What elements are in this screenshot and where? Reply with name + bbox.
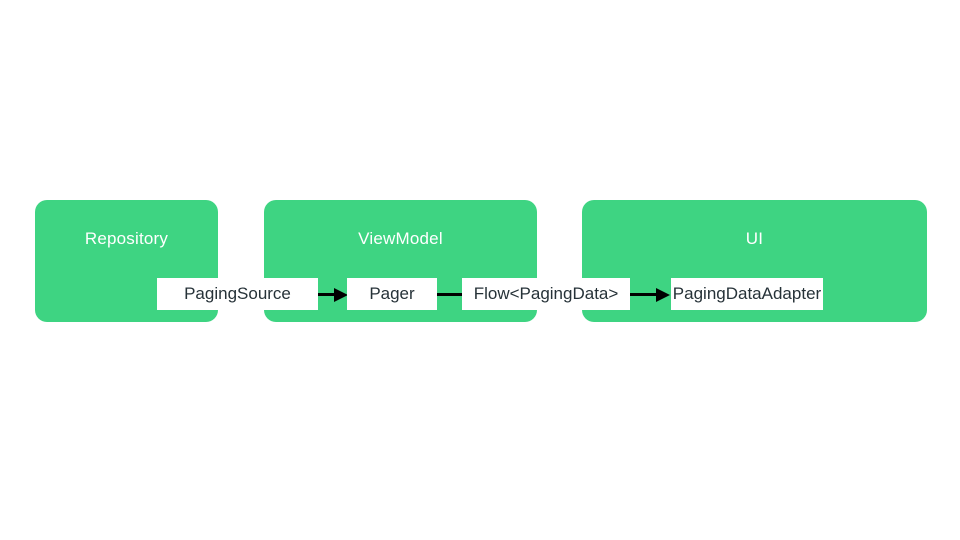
component-flow-pagingdata: Flow<PagingData>	[462, 278, 630, 310]
component-pagingsource: PagingSource	[157, 278, 318, 310]
component-flow-pagingdata-label: Flow<PagingData>	[473, 284, 619, 303]
connector-pagingsource-to-pager-line	[318, 293, 338, 296]
component-pager-label: Pager	[369, 284, 415, 303]
container-ui-title: UI	[745, 229, 764, 248]
component-pagingsource-label: PagingSource	[184, 284, 291, 303]
container-viewmodel-title: ViewModel	[358, 229, 443, 248]
container-repository: Repository	[35, 200, 218, 322]
component-pagingdataadapter: PagingDataAdapter	[671, 278, 823, 310]
container-repository-title: Repository	[84, 229, 169, 248]
connector-pagingsource-to-pager-arrowhead-icon	[334, 288, 348, 302]
connector-pager-to-flow-line	[437, 293, 462, 296]
connector-flow-to-adapter-line	[630, 293, 658, 296]
connector-flow-to-adapter-arrowhead-icon	[656, 288, 670, 302]
component-pager: Pager	[347, 278, 437, 310]
component-pagingdataadapter-label: PagingDataAdapter	[672, 284, 822, 303]
